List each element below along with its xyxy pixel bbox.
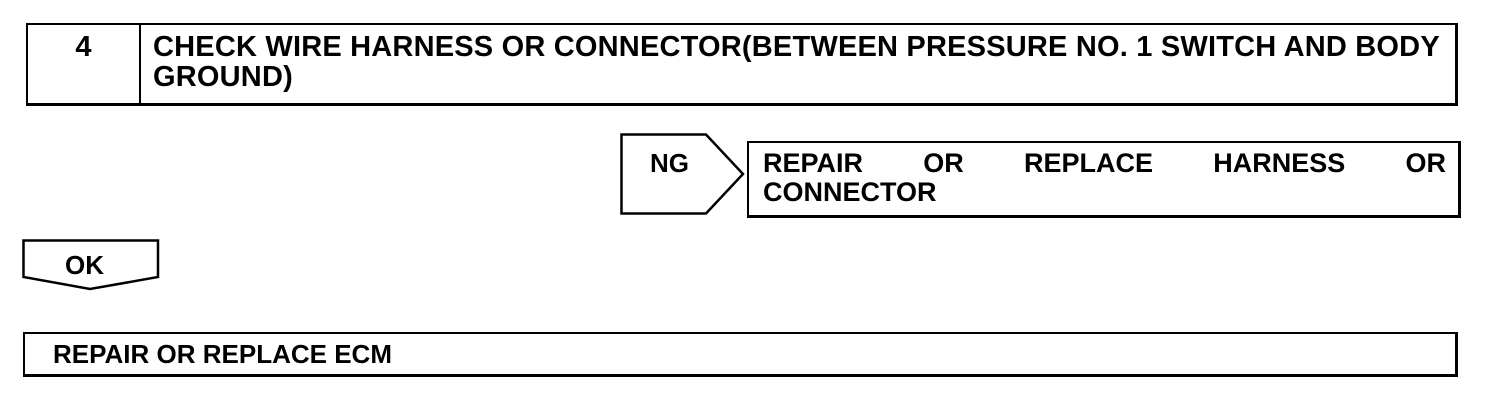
ng-result-word: HARNESS bbox=[1213, 148, 1346, 178]
ng-result-word: REPAIR bbox=[763, 148, 864, 178]
ng-result-box: REPAIR OR REPLACE HARNESS OR CONNECTOR bbox=[747, 141, 1461, 218]
ng-arrow-shape bbox=[620, 133, 745, 215]
step-header-box: 4 CHECK WIRE HARNESS OR CONNECTOR(BETWEE… bbox=[26, 23, 1458, 106]
ok-label: OK bbox=[65, 250, 104, 280]
ok-arrow-shape bbox=[22, 239, 160, 291]
ng-result-word: OR bbox=[923, 148, 964, 178]
ng-result-word: REPLACE bbox=[1023, 148, 1153, 178]
step-title: CHECK WIRE HARNESS OR CONNECTOR(BETWEEN … bbox=[153, 31, 1440, 93]
final-action-text: REPAIR OR REPLACE ECM bbox=[53, 339, 392, 369]
step-number: 4 bbox=[75, 31, 92, 63]
final-action-box: REPAIR OR REPLACE ECM bbox=[23, 332, 1458, 377]
ng-result-word: OR bbox=[1405, 148, 1447, 178]
ng-label: NG bbox=[650, 148, 689, 178]
step-number-cell: 4 bbox=[28, 25, 141, 103]
ng-result-line-2: CONNECTOR bbox=[763, 177, 937, 207]
ng-result-line-1: REPAIR OR REPLACE HARNESS OR bbox=[763, 149, 1446, 178]
